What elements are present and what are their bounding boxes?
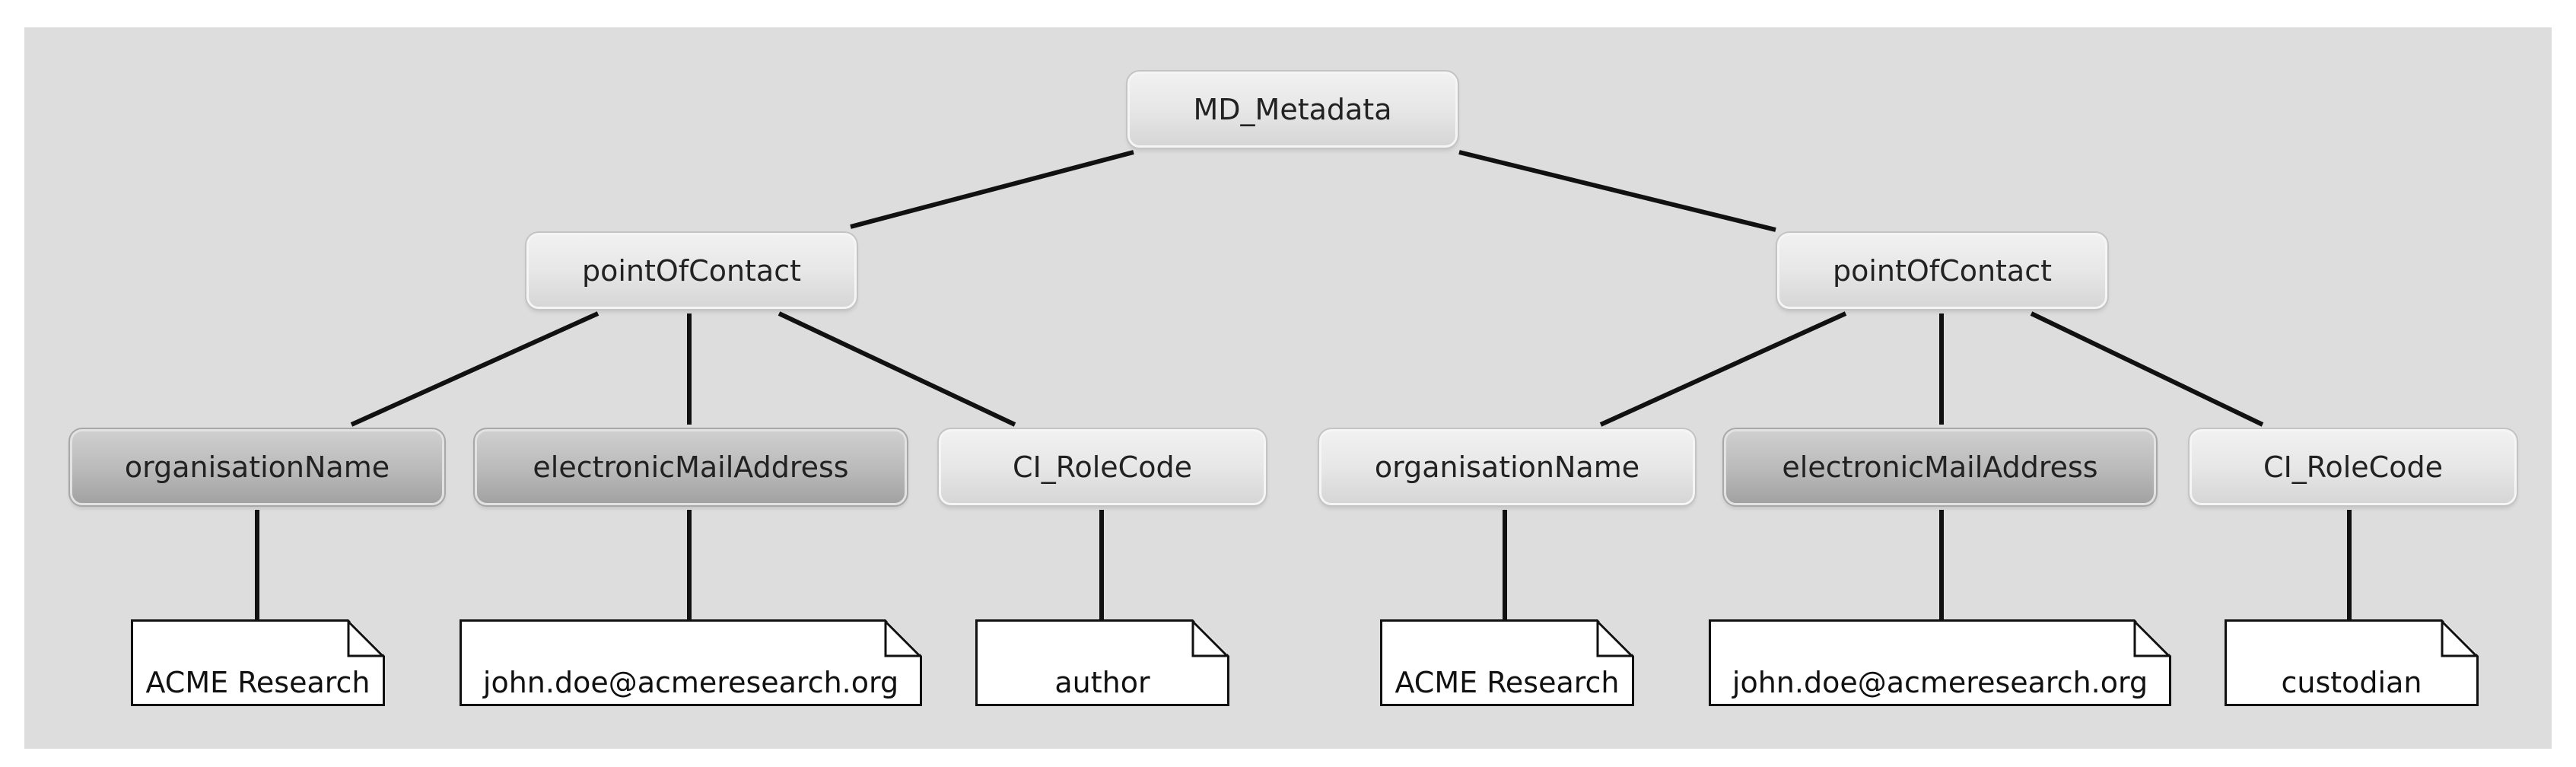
folded-corner-icon	[2440, 619, 2479, 658]
edge-contact-1-rolecode	[778, 311, 1016, 427]
value-organisation-name-2: ACME Research	[1395, 666, 1620, 699]
folded-corner-icon	[883, 619, 922, 658]
node-organisation-name-2[interactable]: organisationName	[1318, 428, 1697, 507]
value-note-organisation-name-2[interactable]: ACME Research	[1380, 619, 1634, 706]
value-electronic-mail-address-2: john.doe@acmeresearch.org	[1732, 666, 2148, 699]
value-ci-role-code-1: author	[1054, 666, 1150, 699]
folded-corner-icon	[1595, 619, 1634, 658]
edge-contact-2-rolecode	[2030, 311, 2264, 427]
value-note-electronic-mail-address-1[interactable]: john.doe@acmeresearch.org	[460, 619, 922, 706]
value-organisation-name-1: ACME Research	[145, 666, 370, 699]
folded-corner-icon	[1191, 619, 1229, 658]
node-electronic-mail-address-1[interactable]: electronicMailAddress	[473, 428, 908, 507]
node-ci-role-code-2[interactable]: CI_RoleCode	[2188, 428, 2518, 507]
value-note-organisation-name-1[interactable]: ACME Research	[131, 619, 385, 706]
node-organisation-name-1[interactable]: organisationName	[68, 428, 446, 507]
value-ci-role-code-2: custodian	[2281, 666, 2422, 699]
edge-contact-1-orgname	[350, 311, 599, 427]
node-md-metadata[interactable]: MD_Metadata	[1126, 70, 1459, 149]
node-electronic-mail-address-2[interactable]: electronicMailAddress	[1722, 428, 2158, 507]
value-note-ci-role-code-1[interactable]: author	[975, 619, 1229, 706]
value-note-electronic-mail-address-2[interactable]: john.doe@acmeresearch.org	[1709, 619, 2171, 706]
edge-root-contact-1	[850, 150, 1134, 229]
node-point-of-contact-2[interactable]: pointOfContact	[1776, 231, 2109, 310]
folded-corner-icon	[346, 619, 385, 658]
edge-root-contact-2	[1458, 150, 1776, 232]
value-note-ci-role-code-2[interactable]: custodian	[2225, 619, 2479, 706]
node-ci-role-code-1[interactable]: CI_RoleCode	[937, 428, 1267, 507]
edge-contact-2-orgname	[1599, 311, 1847, 427]
folded-corner-icon	[2132, 619, 2171, 658]
node-point-of-contact-1[interactable]: pointOfContact	[525, 231, 858, 310]
value-electronic-mail-address-1: john.doe@acmeresearch.org	[482, 666, 899, 699]
